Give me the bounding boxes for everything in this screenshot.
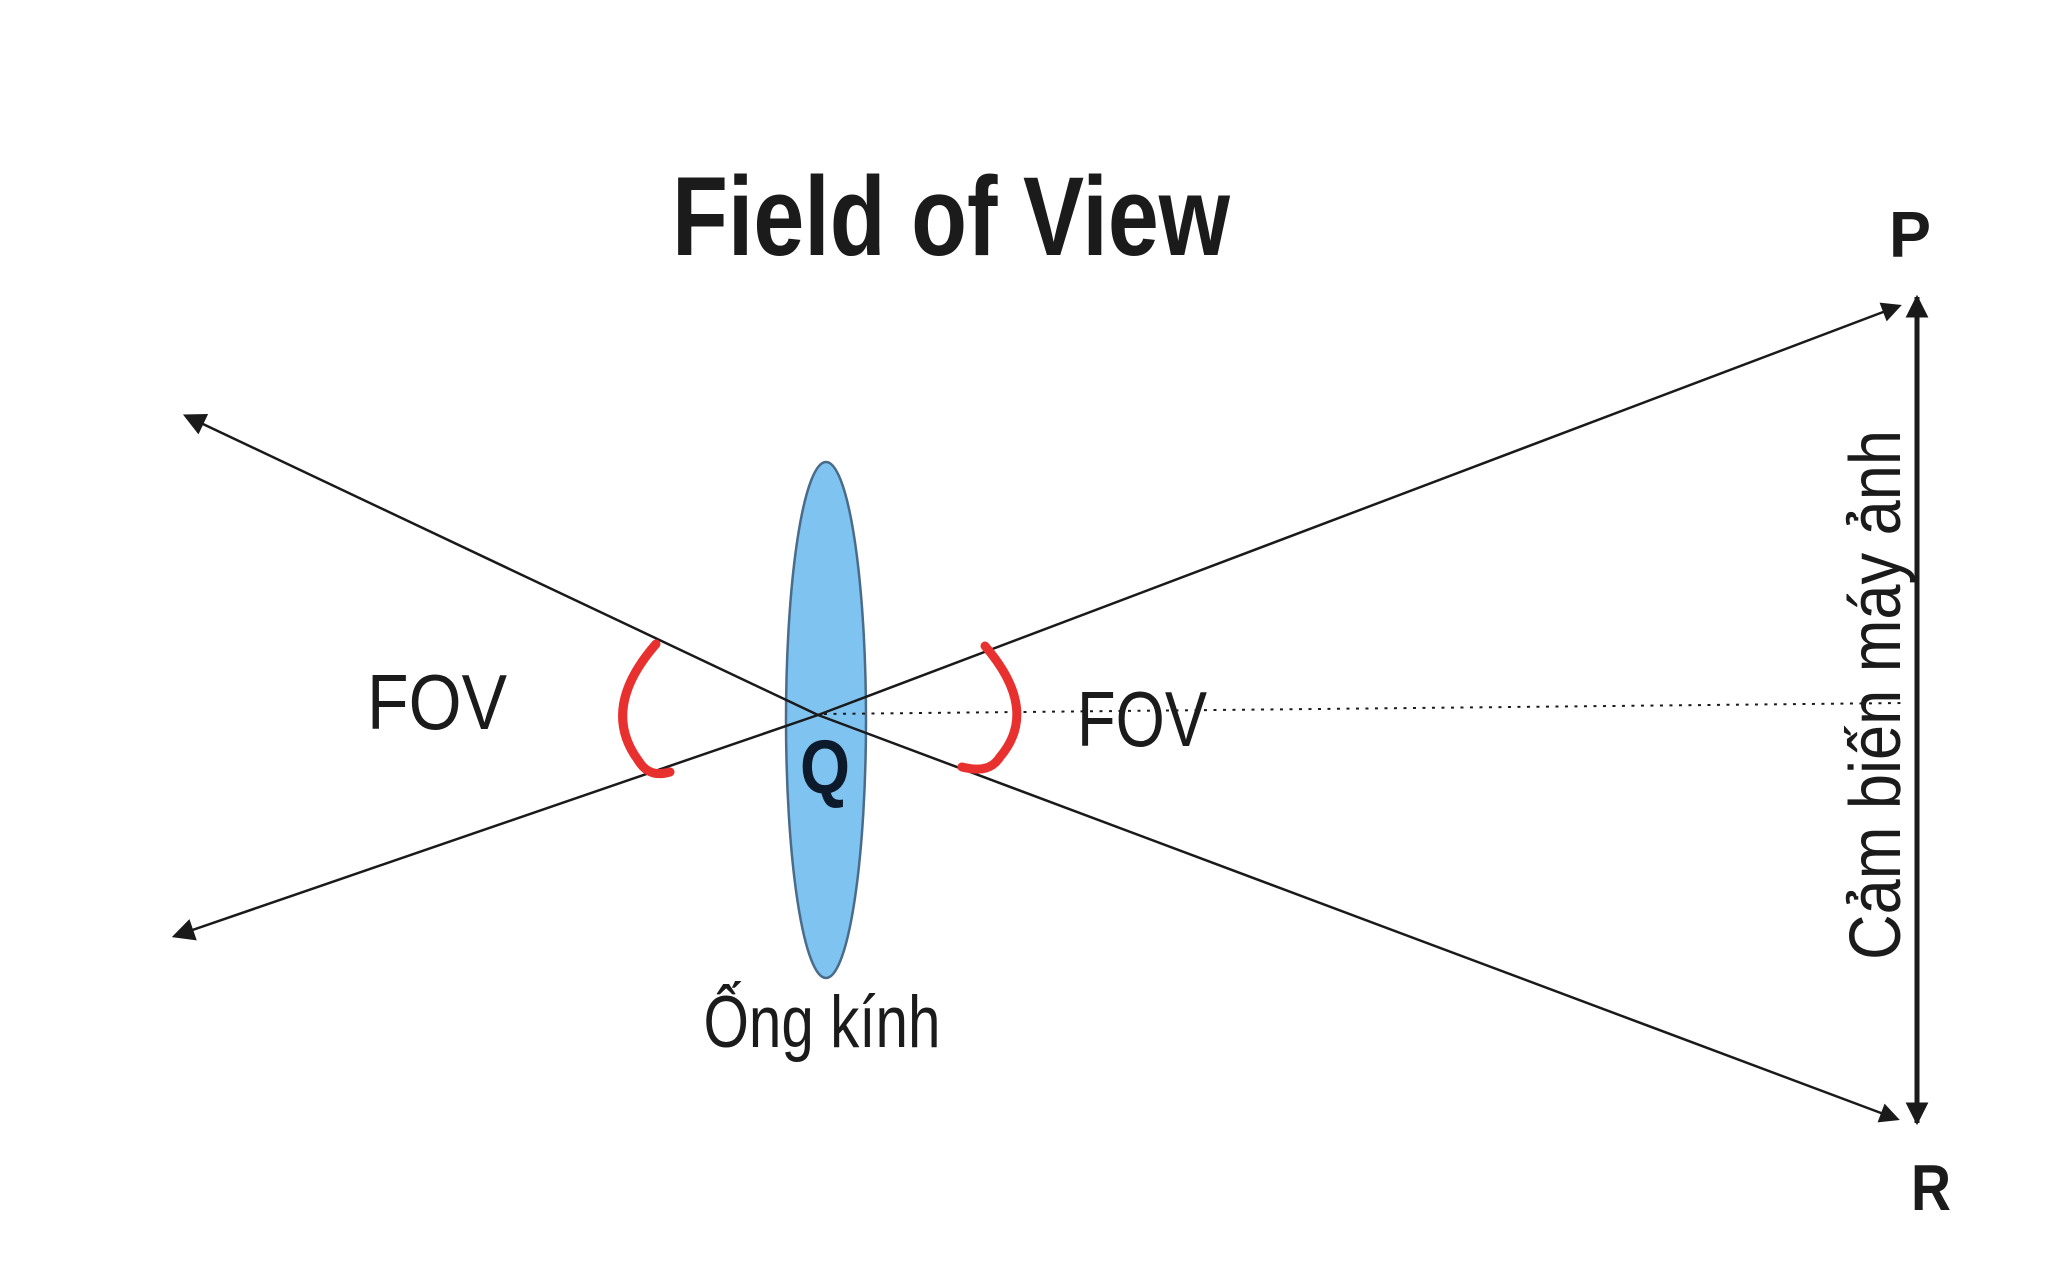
fov-arc-right xyxy=(957,641,1022,774)
ray-upper-right xyxy=(817,302,1902,717)
sensor-point-p-label: P xyxy=(1889,198,1931,271)
sensor-point-r-label: R xyxy=(1911,1151,1951,1224)
ray-lower-right xyxy=(817,713,1900,1123)
fov-label-left: FOV xyxy=(367,658,507,746)
lens-caption: Ống kính xyxy=(704,981,941,1063)
lens-ellipse xyxy=(784,460,868,980)
ray-upper-left xyxy=(182,414,819,717)
sensor-caption: Cảm biến máy ảnh xyxy=(1836,430,1916,960)
optical-axis-dotted-line xyxy=(823,702,1905,715)
ray-lower-left xyxy=(171,713,819,941)
fov-arc-left xyxy=(618,639,675,779)
lens-point-q-label: Q xyxy=(800,725,850,810)
diagram-title: Field of View xyxy=(672,154,1231,279)
fov-label-right: FOV xyxy=(1077,675,1207,763)
